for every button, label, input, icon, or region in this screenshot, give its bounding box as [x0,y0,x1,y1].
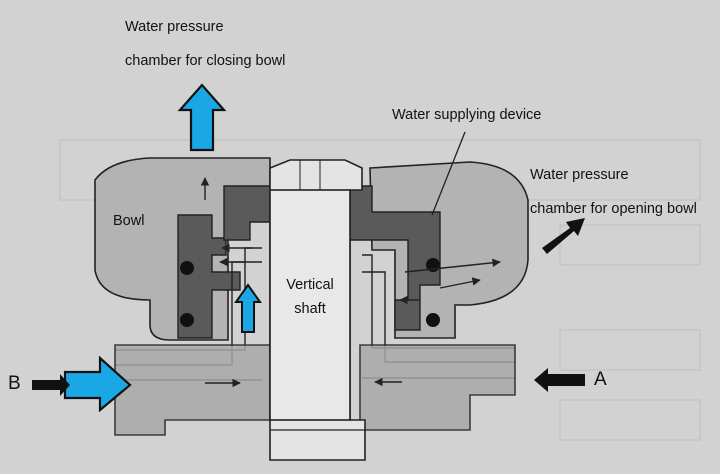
leader-line [431,131,466,216]
opening-chamber-label-line2: chamber for opening bowl [530,201,697,217]
o-ring-seal-icon [180,261,194,275]
blue-flow-arrow-icon [63,355,132,413]
bowl-right [369,161,529,339]
black-arrow-icon [534,368,585,392]
vertical-shaft-label-line2: shaft [294,301,326,317]
closing-chamber-label-line1: Water pressure [125,19,224,35]
vertical-shaft-label-line1: Vertical [286,277,334,293]
blue-flow-arrow-icon [177,83,227,152]
water-supplying-device-label: Water supplying device [392,107,542,123]
opening-chamber-label-line1: Water pressure [530,167,629,183]
blue-flow-arrow-icon [234,283,262,333]
inlet-a-label: A [594,369,607,390]
o-ring-seal-icon [180,313,194,327]
closing-chamber-label-line2: chamber for closing bowl [125,53,286,69]
o-ring-seal-icon [426,313,440,327]
housing-left [114,344,271,436]
vertical-shaft [269,159,366,461]
housing-right [359,344,516,431]
inlet-b-label: B [8,373,21,394]
dark-cap-left [223,185,271,241]
dark-part-right [349,185,441,331]
internal-flow-arrows [200,177,501,388]
black-arrow-icon [542,218,585,254]
black-arrow-icon [32,374,70,396]
bowl-label: Bowl [113,213,145,229]
